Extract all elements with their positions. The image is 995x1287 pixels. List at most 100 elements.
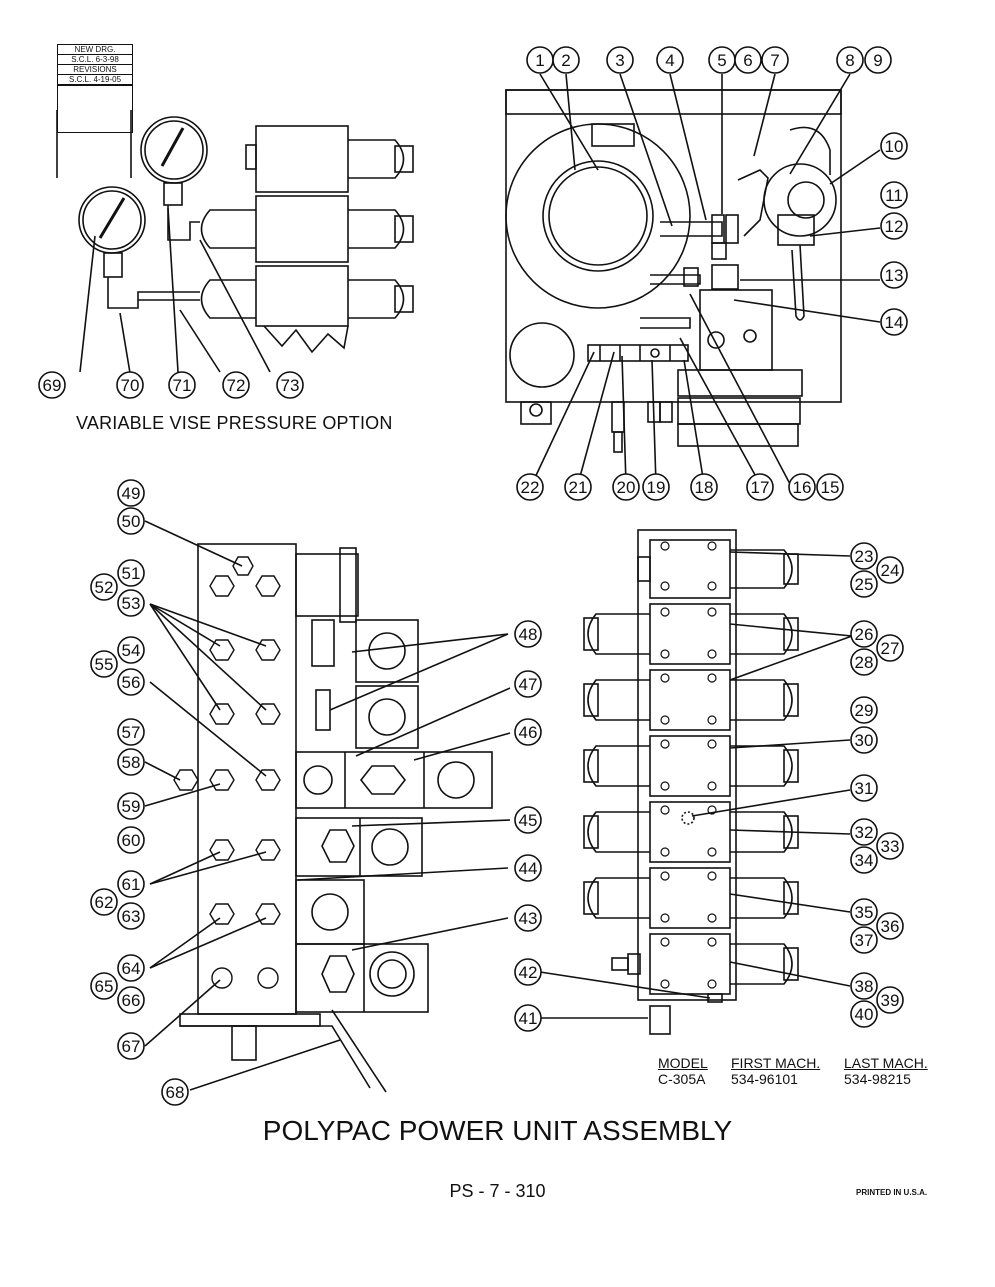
balloon-29: 29 — [850, 696, 878, 724]
model-header: MODEL — [658, 1055, 708, 1071]
balloon-label: 48 — [519, 625, 538, 644]
balloon-61: 61 — [117, 870, 145, 898]
balloon-circle — [876, 556, 904, 584]
balloon-circle — [564, 473, 592, 501]
balloon-circle — [117, 559, 145, 587]
balloon-24: 24 — [876, 556, 904, 584]
balloon-34: 34 — [850, 846, 878, 874]
balloon-59: 59 — [117, 792, 145, 820]
balloon-circle — [516, 473, 544, 501]
balloon-circle — [850, 926, 878, 954]
balloon-circle — [117, 668, 145, 696]
balloon-circle — [38, 371, 66, 399]
balloon-label: 9 — [873, 51, 882, 70]
balloon-72: 72 — [222, 371, 250, 399]
balloon-44: 44 — [514, 854, 542, 882]
balloon-circle — [514, 620, 542, 648]
balloon-circle — [514, 718, 542, 746]
balloon-3: 3 — [606, 46, 634, 74]
balloon-label: 21 — [569, 478, 588, 497]
balloon-label: 14 — [885, 313, 904, 332]
balloon-label: 16 — [793, 478, 812, 497]
balloon-57: 57 — [117, 718, 145, 746]
balloon-label: 70 — [121, 376, 140, 395]
balloon-43: 43 — [514, 904, 542, 932]
balloon-circle — [850, 726, 878, 754]
balloon-58: 58 — [117, 748, 145, 776]
balloon-label: 58 — [122, 753, 141, 772]
balloon-circle — [161, 1078, 189, 1106]
balloon-label: 44 — [519, 859, 538, 878]
model-table: MODEL FIRST MACH. LAST MACH. C-305A 534-… — [658, 1055, 954, 1087]
valve-stack-drawing — [539, 529, 853, 1035]
balloon-label: 31 — [855, 779, 874, 798]
balloon-circle — [836, 46, 864, 74]
balloon-label: 22 — [521, 478, 540, 497]
balloon-circle — [880, 181, 908, 209]
balloon-circle — [117, 826, 145, 854]
balloon-27: 27 — [876, 634, 904, 662]
balloon-label: 68 — [166, 1083, 185, 1102]
balloon-circle — [117, 636, 145, 664]
balloon-51: 51 — [117, 559, 145, 587]
balloon-label: 73 — [281, 376, 300, 395]
balloon-label: 5 — [717, 51, 726, 70]
balloon-circle — [117, 718, 145, 746]
balloon-70: 70 — [116, 371, 144, 399]
balloon-label: 4 — [665, 51, 674, 70]
balloon-circle — [117, 902, 145, 930]
balloon-circle — [816, 473, 844, 501]
revision-entry: S.C.L. 4-19-05 — [58, 75, 132, 85]
balloon-label: 32 — [855, 823, 874, 842]
model-cell: C-305A — [658, 1071, 706, 1087]
balloon-circle — [880, 132, 908, 160]
balloon-label: 50 — [122, 512, 141, 531]
balloon-71: 71 — [168, 371, 196, 399]
balloon-40: 40 — [850, 1000, 878, 1028]
balloon-circle — [746, 473, 774, 501]
balloon-circle — [117, 507, 145, 535]
balloon-circle — [117, 748, 145, 776]
balloon-30: 30 — [850, 726, 878, 754]
balloon-11: 11 — [880, 181, 908, 209]
balloon-circle — [117, 954, 145, 982]
balloon-37: 37 — [850, 926, 878, 954]
balloon-41: 41 — [514, 1004, 542, 1032]
balloon-label: 43 — [519, 909, 538, 928]
balloon-circle — [876, 634, 904, 662]
balloon-label: 26 — [855, 625, 874, 644]
vise-pressure-option-drawing — [56, 110, 414, 374]
balloon-label: 71 — [173, 376, 192, 395]
model-table-row: C-305A 534-96101 534-98215 — [658, 1071, 954, 1087]
balloon-circle — [642, 473, 670, 501]
balloon-label: 53 — [122, 594, 141, 613]
balloon-label: 45 — [519, 811, 538, 830]
balloon-label: 18 — [695, 478, 714, 497]
new-drg-date: S.C.L. 6-3-98 — [58, 55, 132, 65]
balloon-20: 20 — [612, 473, 640, 501]
balloon-10: 10 — [880, 132, 908, 160]
balloon-circle — [552, 46, 580, 74]
balloon-label: 30 — [855, 731, 874, 750]
balloon-21: 21 — [564, 473, 592, 501]
revisions-label: REVISIONS — [58, 65, 132, 75]
balloon-circle — [880, 308, 908, 336]
balloon-circle — [761, 46, 789, 74]
balloon-label: 57 — [122, 723, 141, 742]
balloon-42: 42 — [514, 958, 542, 986]
balloon-65: 65 — [90, 972, 118, 1000]
balloon-circle — [876, 986, 904, 1014]
balloon-label: 1 — [535, 51, 544, 70]
balloon-label: 34 — [855, 851, 874, 870]
balloon-label: 20 — [617, 478, 636, 497]
balloon-label: 28 — [855, 653, 874, 672]
balloon-circle — [116, 371, 144, 399]
first-mach-cell: 534-96101 — [731, 1071, 798, 1087]
balloon-circle — [612, 473, 640, 501]
balloon-label: 37 — [855, 931, 874, 950]
balloon-47: 47 — [514, 670, 542, 698]
balloon-circle — [117, 792, 145, 820]
balloon-circle — [850, 972, 878, 1000]
balloon-label: 17 — [751, 478, 770, 497]
balloon-circle — [90, 972, 118, 1000]
